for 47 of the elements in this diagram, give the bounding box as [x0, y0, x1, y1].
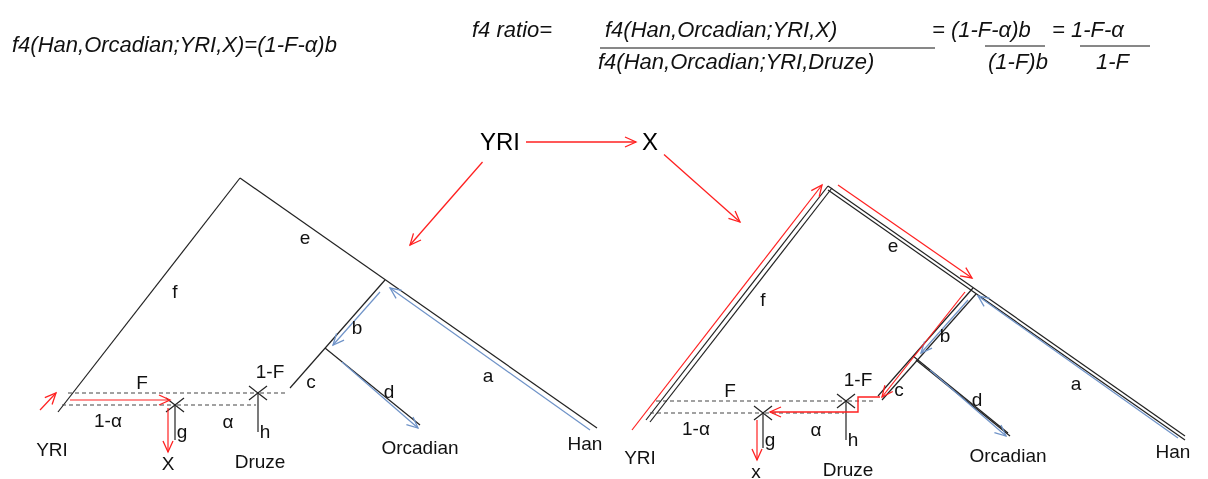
branch-label: e	[887, 235, 899, 257]
population-label: Han	[1155, 441, 1191, 463]
branch-label: b	[939, 325, 951, 347]
branch-label: b	[351, 317, 363, 339]
branch-label: a	[482, 365, 494, 387]
population-label: Orcadian	[969, 445, 1047, 467]
population-label: X	[642, 128, 658, 156]
branch-label: g	[176, 421, 188, 443]
population-label: YRI	[624, 447, 656, 469]
branch-label: h	[259, 421, 271, 443]
formula-text: (1-F)b	[988, 50, 1048, 75]
population-label: X	[161, 453, 175, 475]
branch-label: c	[306, 371, 316, 393]
population-label: x	[751, 461, 761, 479]
branch-label: f	[760, 289, 766, 311]
branch-label: α	[222, 411, 234, 433]
arrow	[409, 161, 484, 246]
branch-label: f	[172, 281, 178, 303]
formula-text: = 1-F-α	[1052, 18, 1124, 43]
branch-label: h	[847, 429, 859, 451]
formula-text: = (1-F-α)b	[932, 18, 1031, 43]
branch-label: d	[971, 389, 983, 411]
arrow	[525, 136, 637, 148]
branch-label: F	[724, 380, 736, 402]
population-label: YRI	[480, 128, 520, 156]
branch-label: 1-F	[255, 361, 285, 383]
arrow	[663, 153, 741, 223]
population-label: Han	[567, 433, 603, 455]
branch-label: 1-α	[94, 410, 122, 432]
branch-label: F	[136, 372, 148, 394]
branch-label: c	[894, 379, 904, 401]
population-label: Druze	[234, 451, 286, 473]
formula-text: f4(Han,Orcadian;YRI,Druze)	[598, 50, 875, 75]
formula-text: f4(Han,Orcadian;YRI,X)	[605, 18, 838, 43]
formula-text: f4(Han,Orcadian;YRI,X)=(1-F-α)b	[12, 33, 337, 58]
population-label: Orcadian	[381, 437, 459, 459]
population-label: YRI	[36, 439, 68, 461]
branch-label: α	[810, 419, 822, 441]
branch-label: d	[383, 381, 395, 403]
branch-label: 1-α	[682, 418, 710, 440]
formula-text: 1-F	[1096, 50, 1129, 75]
branch-label: g	[764, 429, 776, 451]
branch-label: a	[1070, 373, 1082, 395]
branch-label: e	[299, 227, 311, 249]
branch-label: 1-F	[843, 369, 873, 391]
population-label: Druze	[822, 459, 874, 479]
formula-text: f4 ratio=	[472, 18, 553, 43]
